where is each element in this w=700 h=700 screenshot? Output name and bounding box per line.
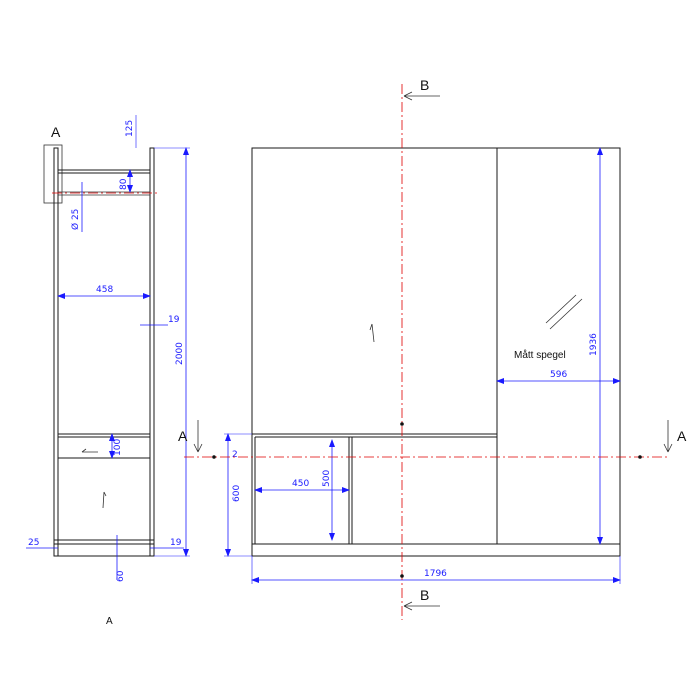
mirror-hatch-1 — [545, 294, 577, 324]
detail-label: A — [51, 124, 61, 140]
left-wall — [53, 147, 59, 557]
section-label-b-top: B — [420, 77, 429, 93]
open-arrow-icon — [81, 448, 98, 453]
dim-458: 458 — [96, 285, 113, 295]
section-label-b-bottom: B — [420, 587, 429, 603]
door-open-icon — [369, 323, 375, 343]
dim-19-base: 19 — [170, 538, 182, 548]
dim-100: 100 — [113, 439, 123, 456]
axis-point-4 — [638, 455, 642, 459]
dim-25: 25 — [28, 538, 39, 548]
dim-450: 450 — [292, 479, 309, 489]
mirror-hatch-2 — [549, 298, 583, 330]
plinth-front — [251, 543, 621, 557]
section-label-a-left: A — [178, 428, 188, 444]
dim-rod: Ø 25 — [70, 209, 81, 230]
dim-2000: 2000 — [175, 342, 185, 365]
section-arrow-b-bottom — [403, 601, 440, 611]
dim-125: 125 — [125, 120, 135, 137]
axis-point — [400, 422, 404, 426]
drawer — [57, 433, 151, 459]
section-arrow-a-left — [193, 420, 203, 453]
section-label-a-right: A — [677, 428, 687, 444]
dim-19-side: 19 — [168, 315, 180, 325]
axis-point-3 — [212, 455, 216, 459]
dim-596: 596 — [550, 370, 567, 380]
dim-1796: 1796 — [424, 569, 447, 579]
axis-point-2 — [400, 574, 404, 578]
dim-500: 500 — [322, 470, 332, 487]
open-arrow-icon-2 — [102, 491, 107, 509]
dim-2: 2 — [232, 450, 238, 460]
dim-600: 600 — [232, 485, 242, 502]
section-arrow-a-right — [663, 420, 673, 453]
detail-box — [43, 144, 63, 204]
small-section-label: A — [106, 616, 113, 627]
section-arrow-b-top — [403, 91, 440, 101]
dim-60: 60 — [116, 570, 126, 582]
side-section-view: A 125 80 Ø 25 458 19 — [26, 115, 190, 627]
right-wall — [149, 147, 155, 557]
dim-1936: 1936 — [589, 333, 599, 356]
front-view: Mått spegel 596 1936 600 2 450 500 1796 — [178, 77, 687, 620]
mirror-note: Mått spegel — [514, 349, 566, 361]
dim-80: 80 — [119, 178, 129, 190]
